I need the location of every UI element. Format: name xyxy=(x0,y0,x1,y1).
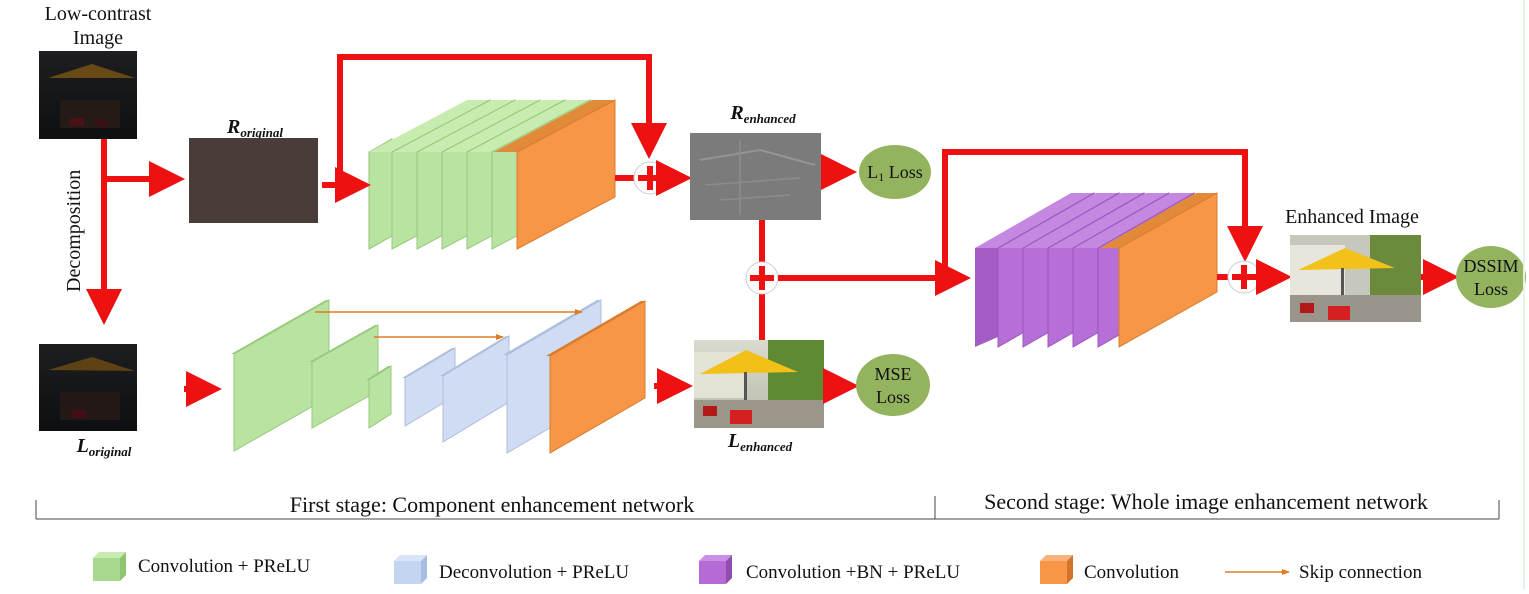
decomposition-label: Decomposition xyxy=(63,170,85,292)
add-node xyxy=(633,161,667,195)
r-enhanced-label: Renhanced xyxy=(729,102,796,126)
legend-item-skip-connection: Skip connection xyxy=(1225,562,1422,583)
conv-prelu-layer xyxy=(366,365,392,429)
orange-cube-icon xyxy=(1040,555,1073,584)
second-stage-skip-arrow xyxy=(942,149,1263,278)
green-cube-icon xyxy=(93,552,126,581)
legend: Convolution + PReLU Deconvolution + PReL… xyxy=(93,552,1422,584)
l1-loss-node: L1 Loss xyxy=(859,145,931,199)
mse-loss-line2: Loss xyxy=(876,387,910,407)
legend-item-conv-prelu: Convolution + PReLU xyxy=(93,552,311,581)
convolution-layer xyxy=(1100,192,1218,348)
second-stage-label: Second stage: Whole image enhancement ne… xyxy=(984,489,1428,514)
l-original-image xyxy=(39,344,137,431)
dssim-loss-line2: Loss xyxy=(1474,279,1508,299)
l-enhanced-label: Lenhanced xyxy=(727,430,793,454)
legend-label: Convolution + PReLU xyxy=(138,556,311,577)
convolution-layer xyxy=(494,99,616,250)
dssim-loss-node: DSSIM Loss xyxy=(1456,246,1526,308)
input-title-line2: Image xyxy=(73,27,123,49)
r-enhanced-image xyxy=(690,133,821,220)
whole-image-network xyxy=(975,192,1218,348)
blue-cube-icon xyxy=(394,555,427,584)
legend-label: Convolution +BN + PReLU xyxy=(746,562,960,583)
stage-brackets xyxy=(35,496,1500,520)
legend-label: Skip connection xyxy=(1299,562,1422,583)
l-original-label: Loriginal xyxy=(76,435,132,459)
dssim-loss-line1: DSSIM xyxy=(1463,256,1518,276)
legend-item-deconv-prelu: Deconvolution + PReLU xyxy=(394,555,629,584)
purple-cube-icon xyxy=(699,555,732,584)
r-original-image xyxy=(189,138,318,223)
l-enhanced-image xyxy=(694,340,824,428)
enhanced-image-label: Enhanced Image xyxy=(1285,206,1419,228)
reflectance-network xyxy=(368,99,616,250)
legend-item-convolution: Convolution xyxy=(1040,555,1180,584)
input-title-line1: Low-contrast xyxy=(45,3,152,25)
illumination-network xyxy=(231,299,646,454)
mse-loss-line1: MSE xyxy=(874,364,911,384)
final-add-node xyxy=(1227,260,1261,294)
low-contrast-input-image xyxy=(39,51,137,139)
legend-label: Deconvolution + PReLU xyxy=(439,562,629,583)
combine-add-node xyxy=(745,261,779,295)
convolution-layer xyxy=(546,300,646,454)
l1-loss-label: L1 Loss xyxy=(867,162,923,184)
mse-loss-node: MSE Loss xyxy=(856,354,930,416)
r-original-label: Roriginal xyxy=(226,116,283,140)
legend-label: Convolution xyxy=(1084,562,1180,583)
legend-item-conv-bn-prelu: Convolution +BN + PReLU xyxy=(699,555,960,584)
first-stage-label: First stage: Component enhancement netwo… xyxy=(290,492,694,517)
enhanced-image xyxy=(1290,235,1421,322)
